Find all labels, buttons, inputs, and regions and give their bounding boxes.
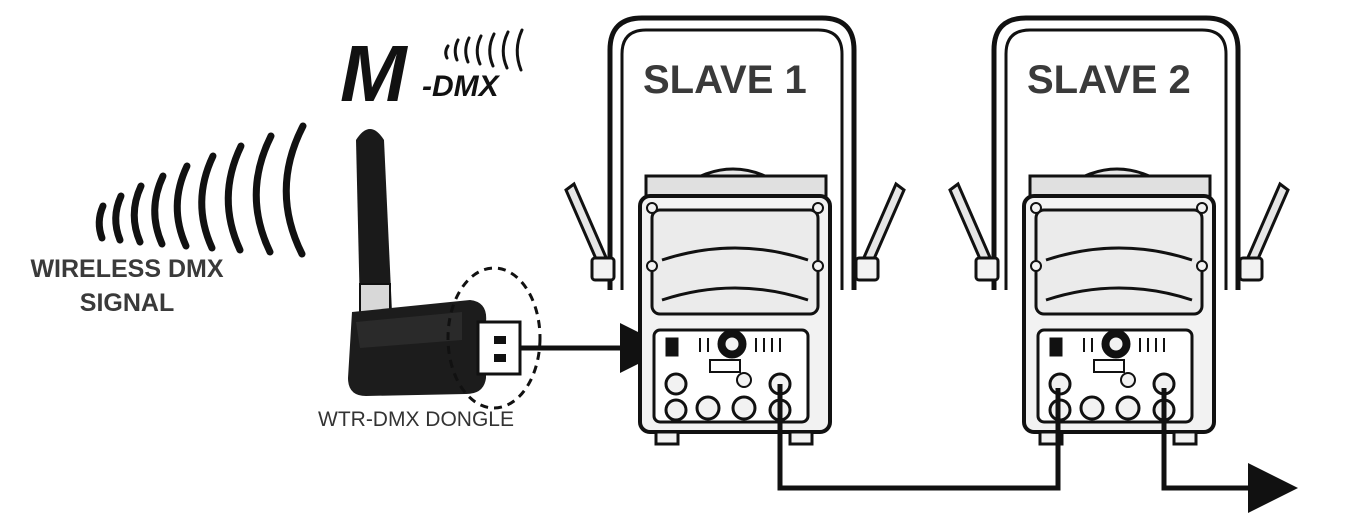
signal-label-line2: SIGNAL bbox=[79, 289, 175, 317]
wireless-signal-label: WIRELESS DMX SIGNAL bbox=[2, 252, 252, 320]
slave1-fixture bbox=[564, 15, 906, 446]
brand-signal-icon bbox=[444, 28, 524, 72]
dmx-cable-out-arrow bbox=[1161, 388, 1298, 513]
slave2-title: SLAVE 2 bbox=[1027, 58, 1191, 102]
dmx-cable-1-to-2 bbox=[777, 384, 1061, 491]
brand-suffix: -DMX bbox=[422, 70, 499, 103]
usb-dongle-icon bbox=[348, 129, 542, 410]
wireless-signal-icon bbox=[95, 122, 307, 258]
slave2-fixture bbox=[948, 15, 1290, 446]
brand-letter: M bbox=[340, 29, 407, 118]
slave1-title: SLAVE 1 bbox=[643, 58, 807, 102]
m-dmx-logo: M -DMX bbox=[340, 28, 499, 120]
signal-label-line1: WIRELESS DMX bbox=[30, 255, 224, 283]
dongle-label: WTR-DMX DONGLE bbox=[318, 408, 514, 431]
